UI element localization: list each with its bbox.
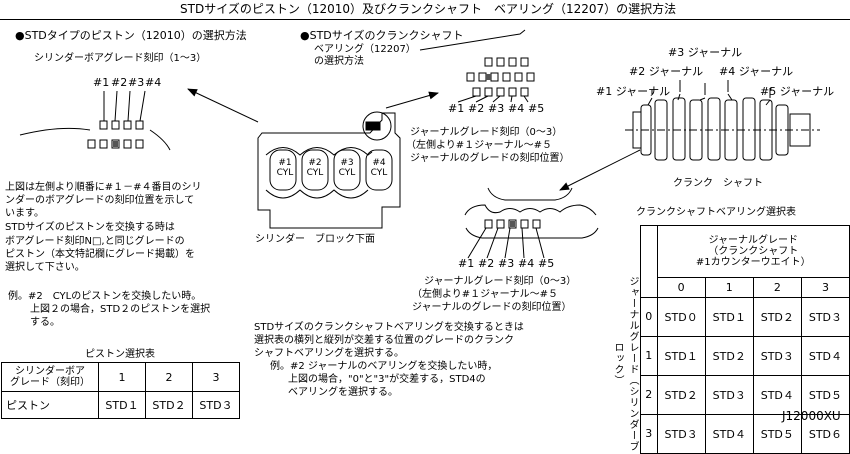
piston-grade-1: 1 xyxy=(98,362,146,392)
crank-caption: クランク シャフト xyxy=(673,178,763,189)
bearing-heading-line: ●STDサイズのクランクシャフト xyxy=(300,29,464,42)
lower-journal-number-5: #5 xyxy=(538,257,555,270)
piston-value-2: STD２ xyxy=(145,391,193,419)
bearing-cell: STD２ xyxy=(704,335,754,376)
bearing-heading-line: ベアリング（12207） xyxy=(314,44,416,55)
piston-note-line: 選択して下さい。 xyxy=(5,262,85,273)
cylinder-block-outline xyxy=(257,111,401,229)
upper-note-line: ジャーナルのグレードの刻印位置） xyxy=(410,153,570,164)
piston-note-line: ンダーのボアグレードの刻印位置を示して xyxy=(5,195,195,206)
bearing-cell: STD５ xyxy=(800,374,850,415)
col-grade-3: 3 xyxy=(800,276,850,298)
piston-value-1: STD１ xyxy=(98,391,146,419)
piston-example-line: する。 xyxy=(30,317,60,328)
page-title: STDサイズのピストン（12010）及びクランクシャフト ベアリング（12207… xyxy=(180,2,677,16)
bearing-cell: STD０ xyxy=(656,296,706,337)
piston-note-line: STDサイズのピストンを交換する時は xyxy=(5,222,175,233)
col-grade-2: 2 xyxy=(752,276,802,298)
crank-label-3: #3 ジャーナル xyxy=(668,46,743,59)
journal-number-2: #2 xyxy=(468,102,485,115)
bearing-table-row-header: ジャーナルグレード（シリンダーブロック） xyxy=(612,275,638,452)
cyl-label-3: #3 CYL xyxy=(338,158,356,179)
bearing-cell: STD３ xyxy=(752,335,802,376)
lower-journal-number-2: #2 xyxy=(478,257,495,270)
bearing-cell: STD１ xyxy=(656,335,706,376)
piston-table-title: ピストン選択表 xyxy=(85,349,155,360)
piston-table-row-header: シリンダーボア グレード（刻印） xyxy=(1,362,99,392)
row-grade-2: 2 xyxy=(640,374,658,415)
cyl-number-2: #2 xyxy=(111,76,128,89)
piston-grade-3: 3 xyxy=(192,362,240,392)
upper-note-line: （左側より#１ジャーナル～#５ xyxy=(406,140,553,151)
bearing-instruction-line: シャフトベアリングを選択する。 xyxy=(254,348,404,359)
journal-number-5: #5 xyxy=(528,102,545,115)
bearing-example-line: 例。#2 ジャーナルのベアリングを交換したい時， xyxy=(270,361,498,372)
bearing-cell: STD３ xyxy=(704,374,754,415)
bore-grade-marker xyxy=(113,141,118,147)
journal-number-4: #4 xyxy=(508,102,525,115)
upper-journal-boxes xyxy=(466,57,535,97)
bearing-cell: STD４ xyxy=(704,413,754,454)
diagram-drawing xyxy=(19,29,820,259)
cyl-number-1: #1 xyxy=(93,76,110,89)
bearing-cell: STD４ xyxy=(800,335,850,376)
bearing-table-title: クランクシャフトベアリング選択表 xyxy=(636,207,796,218)
bearing-instruction-line: 選択表の横列と縦列が交差する位置のグレードのクランク xyxy=(254,335,514,346)
crank-label-5: #5 ジャーナル xyxy=(760,85,835,98)
bearing-example-line: 上図の場合，"0"と"3"が交差する，STD4の xyxy=(288,374,486,385)
piston-selection-table: シリンダーボア グレード（刻印） 1 2 3 ピストン STD１ STD２ ST… xyxy=(1,362,240,419)
lower-journal-number-4: #4 xyxy=(518,257,535,270)
crank-label-2: #2 ジャーナル xyxy=(629,65,704,78)
piston-note-line: います。 xyxy=(5,208,44,219)
block-underside-label: シリンダー ブロック下面 xyxy=(255,234,375,245)
journal-number-1: #1 xyxy=(448,102,465,115)
cyl-number-4: #4 xyxy=(145,76,162,89)
piston-value-3: STD３ xyxy=(192,391,240,419)
bearing-example-line: ベアリングを選択する。 xyxy=(288,387,398,398)
piston-heading: ●STDタイプのピストン（12010）の選択方法 xyxy=(15,29,247,42)
col-grade-0: 0 xyxy=(656,276,706,298)
bore-grade-boxes xyxy=(87,120,144,149)
bearing-cell: STD３ xyxy=(800,296,850,337)
piston-note-line: ピストン（本文特記欄にグレード掲載）を xyxy=(5,249,195,260)
bore-grade-label: シリンダーボアグレード刻印（1～3） xyxy=(34,53,207,64)
journal-number-3: #3 xyxy=(488,102,505,115)
bearing-cell: STD３ xyxy=(656,413,706,454)
lower-journal-number-3: #3 xyxy=(498,257,515,270)
crankshaft-drawing xyxy=(625,80,820,161)
bearing-cell: STD４ xyxy=(752,374,802,415)
piston-note-line: ボアグレード刻印N□,と同じグレードの xyxy=(5,236,185,247)
cyl-label-1: #1 CYL xyxy=(276,158,294,179)
piston-example-line: 例。#2 CYLのピストンを交換したい時。 xyxy=(8,291,202,302)
lower-note-line: ジャーナルのグレードの刻印位置） xyxy=(412,302,572,313)
piston-table-row-label: ピストン xyxy=(1,391,99,419)
figure-code: J12000XU xyxy=(782,409,841,423)
crank-label-1: #1 ジャーナル xyxy=(596,85,671,98)
piston-grade-2: 2 xyxy=(145,362,193,392)
row-grade-3: 3 xyxy=(640,413,658,454)
bearing-heading-line: の選択方法 xyxy=(314,56,364,67)
lower-note-line: ジャーナルグレード刻印（0～3） xyxy=(424,276,577,287)
lower-journal-marker xyxy=(510,221,515,227)
lower-journal-outline xyxy=(464,187,599,239)
piston-note-line: 上図は左側より順番に#１－#４番目のシリ xyxy=(5,182,202,193)
cyl-number-3: #3 xyxy=(128,76,145,89)
piston-example-line: 上図２の場合，STD２のピストンを選択 xyxy=(30,304,211,315)
lower-journal-number-1: #1 xyxy=(458,257,475,270)
bearing-table-col-header: ジャーナルグレード （クランクシャフト #1カウンターウエイト） xyxy=(656,225,850,278)
title-divider xyxy=(0,19,850,20)
row-grade-0: 0 xyxy=(640,296,658,337)
row-grade-1: 1 xyxy=(640,335,658,376)
bearing-cell: STD１ xyxy=(704,296,754,337)
bearing-cell: STD２ xyxy=(752,296,802,337)
cyl-label-2: #2 CYL xyxy=(306,158,324,179)
lower-note-line: （左側より#１ジャーナル～#５ xyxy=(412,289,559,300)
cyl-label-4: #4 CYL xyxy=(370,158,388,179)
col-grade-1: 1 xyxy=(704,276,754,298)
bearing-cell: STD２ xyxy=(656,374,706,415)
bearing-instruction-line: STDサイズのクランクシャフトベアリングを交換するときは xyxy=(254,322,524,333)
journal-grade-marker xyxy=(486,74,491,80)
upper-note-line: ジャーナルグレード刻印（0～3） xyxy=(410,127,563,138)
crank-label-4: #4 ジャーナル xyxy=(719,65,794,78)
